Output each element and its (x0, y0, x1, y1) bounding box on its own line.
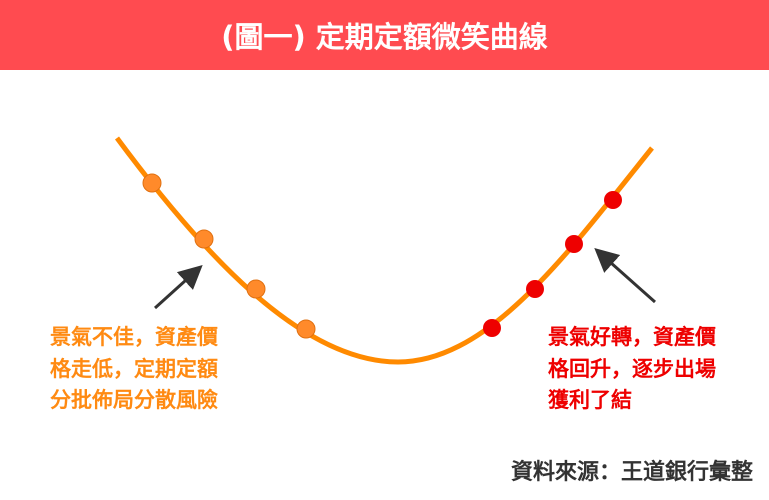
right-annotation-line: 景氣好轉，資產價 (548, 325, 716, 349)
right-annotation-line: 格回升，逐步出場 (548, 356, 716, 381)
sell-point (604, 191, 622, 209)
page-title: (圖一) 定期定額微笑曲線 (221, 20, 548, 54)
sell-points (483, 191, 622, 337)
buy-point (246, 279, 266, 299)
left-annotation-line: 景氣不佳，資產價 (50, 325, 218, 349)
buy-point (194, 229, 214, 249)
buy-point (296, 319, 316, 339)
sell-point (483, 319, 501, 337)
buy-point (142, 173, 162, 193)
left-arrow-icon (153, 264, 203, 310)
sell-point (565, 235, 583, 253)
right-annotation-line: 獲利了結 (548, 388, 632, 412)
sell-point (526, 280, 544, 298)
right-arrow-icon (594, 248, 656, 304)
right-annotation: 景氣好轉，資產價 格回升，逐步出場 獲利了結 (548, 322, 716, 417)
left-annotation-line: 格走低，定期定額 (50, 356, 218, 381)
left-annotation-line: 分批佈局分散風險 (50, 388, 218, 412)
source-note: 資料來源：王道銀行彙整 (510, 460, 753, 485)
title-bar: (圖一) 定期定額微笑曲線 (0, 0, 769, 70)
left-annotation: 景氣不佳，資產價 格走低，定期定額 分批佈局分散風險 (50, 322, 218, 417)
buy-points (142, 173, 316, 339)
